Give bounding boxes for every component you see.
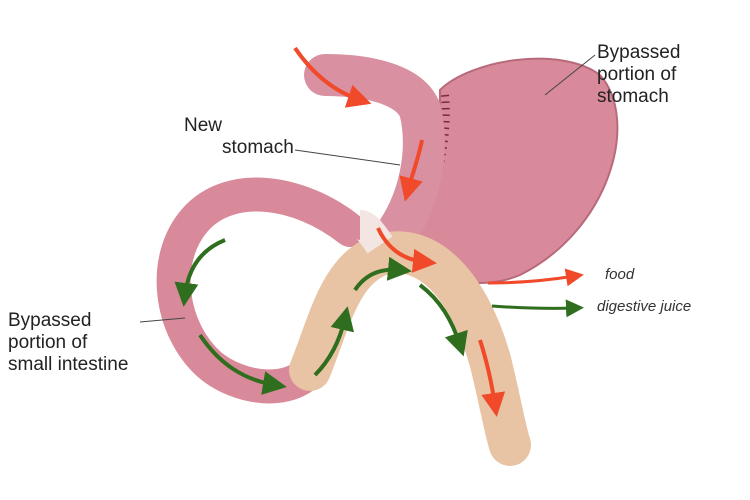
food-arrows	[293, 46, 506, 417]
label-bypassed-stomach: Bypassed portion of stomach	[597, 42, 680, 108]
bypassed-intestine	[156, 177, 367, 404]
label-new-stomach: New stomach	[182, 115, 294, 159]
juice-arrows	[174, 238, 468, 395]
legend-juice-arrow	[491, 299, 584, 318]
legend-food: food	[605, 266, 635, 283]
leader-lines	[139, 54, 596, 323]
label-line: small intestine	[8, 354, 129, 375]
legend-digestive-juice: digestive juice	[597, 298, 692, 315]
label-line: stomach	[222, 137, 294, 158]
label-bypassed-intestine: Bypassed portion of small intestine	[8, 310, 128, 376]
label-line: stomach	[597, 86, 669, 107]
label-line: Bypassed	[8, 310, 92, 331]
label-line: Bypassed	[597, 42, 681, 63]
label-line: New	[184, 115, 223, 136]
legend-food-arrow	[487, 268, 584, 287]
label-line: portion of	[597, 64, 677, 85]
label-line: portion of	[8, 332, 88, 353]
